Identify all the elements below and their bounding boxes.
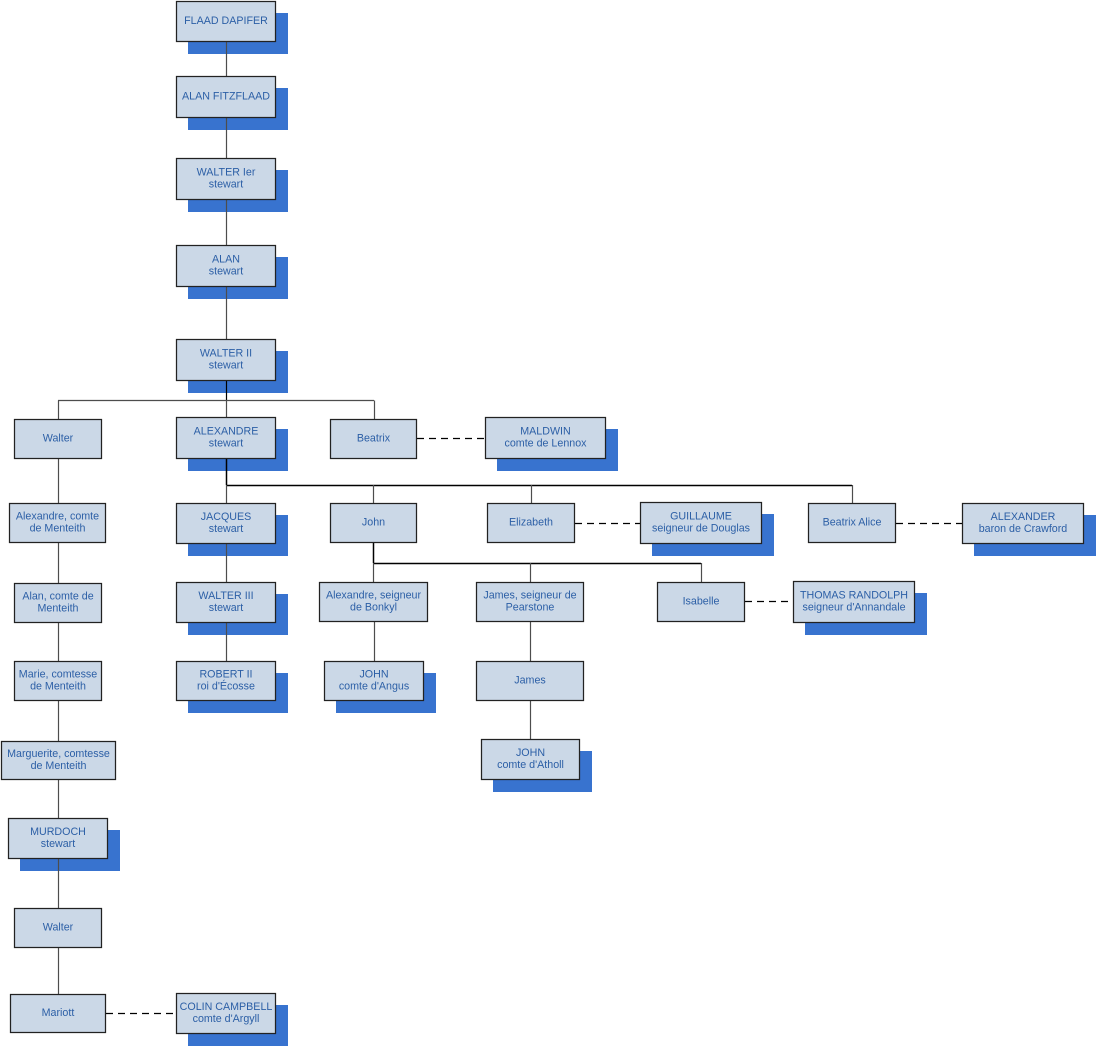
svg-text:Menteith: Menteith [38, 603, 79, 615]
svg-text:Isabelle: Isabelle [683, 596, 720, 608]
svg-text:THOMAS RANDOLPH: THOMAS RANDOLPH [800, 590, 908, 602]
svg-text:ALAN: ALAN [212, 254, 240, 266]
svg-text:stewart: stewart [209, 438, 243, 450]
svg-text:WALTER Ier: WALTER Ier [197, 167, 256, 179]
svg-text:roi d'Écosse: roi d'Écosse [197, 680, 255, 693]
svg-text:GUILLAUME: GUILLAUME [670, 511, 732, 523]
svg-text:Pearstone: Pearstone [506, 602, 555, 614]
svg-text:ROBERT II: ROBERT II [199, 669, 252, 681]
svg-text:stewart: stewart [209, 523, 243, 535]
svg-text:Beatrix: Beatrix [357, 433, 391, 445]
svg-text:FLAAD DAPIFER: FLAAD DAPIFER [184, 15, 268, 27]
svg-text:Elizabeth: Elizabeth [509, 517, 553, 529]
svg-text:baron de Crawford: baron de Crawford [979, 523, 1068, 535]
svg-text:Alexandre, comte: Alexandre, comte [16, 511, 99, 523]
svg-text:ALEXANDRE: ALEXANDRE [194, 426, 259, 438]
svg-text:Alan, comte de: Alan, comte de [22, 591, 93, 603]
svg-text:COLIN CAMPBELL: COLIN CAMPBELL [180, 1001, 273, 1013]
svg-text:seigneur d'Annandale: seigneur d'Annandale [802, 602, 905, 614]
svg-text:Mariott: Mariott [42, 1007, 75, 1019]
svg-text:WALTER III: WALTER III [198, 590, 253, 602]
svg-text:WALTER II: WALTER II [200, 348, 252, 360]
svg-text:JOHN: JOHN [359, 669, 388, 681]
svg-text:Marguerite, comtesse: Marguerite, comtesse [7, 748, 110, 760]
svg-text:stewart: stewart [209, 266, 243, 278]
svg-text:stewart: stewart [209, 602, 243, 614]
svg-text:Walter: Walter [43, 922, 74, 934]
svg-text:comte d'Argyll: comte d'Argyll [193, 1013, 260, 1025]
svg-text:comte de Lennox: comte de Lennox [505, 438, 588, 450]
svg-text:Walter: Walter [43, 433, 74, 445]
svg-text:MALDWIN: MALDWIN [520, 426, 570, 438]
svg-text:ALAN FITZFLAAD: ALAN FITZFLAAD [182, 91, 270, 103]
svg-text:John: John [362, 517, 385, 529]
svg-text:comte d'Angus: comte d'Angus [339, 681, 409, 693]
svg-text:Beatrix Alice: Beatrix Alice [823, 517, 882, 529]
svg-text:comte d'Atholl: comte d'Atholl [497, 759, 564, 771]
svg-text:MURDOCH: MURDOCH [30, 826, 86, 838]
svg-text:seigneur de Douglas: seigneur de Douglas [652, 523, 750, 535]
svg-text:de Menteith: de Menteith [31, 760, 87, 772]
svg-text:Alexandre, seigneur: Alexandre, seigneur [326, 590, 422, 602]
svg-text:Marie, comtesse: Marie, comtesse [19, 669, 97, 681]
svg-text:JACQUES: JACQUES [201, 511, 251, 523]
svg-text:de Menteith: de Menteith [30, 681, 86, 693]
svg-text:de Bonkyl: de Bonkyl [350, 602, 397, 614]
svg-text:stewart: stewart [41, 838, 75, 850]
svg-text:stewart: stewart [209, 179, 243, 191]
svg-text:James: James [514, 675, 545, 687]
svg-text:stewart: stewart [209, 360, 243, 372]
svg-text:de Menteith: de Menteith [30, 523, 86, 535]
svg-text:James, seigneur de: James, seigneur de [483, 590, 576, 602]
svg-text:JOHN: JOHN [516, 747, 545, 759]
svg-text:ALEXANDER: ALEXANDER [991, 511, 1056, 523]
